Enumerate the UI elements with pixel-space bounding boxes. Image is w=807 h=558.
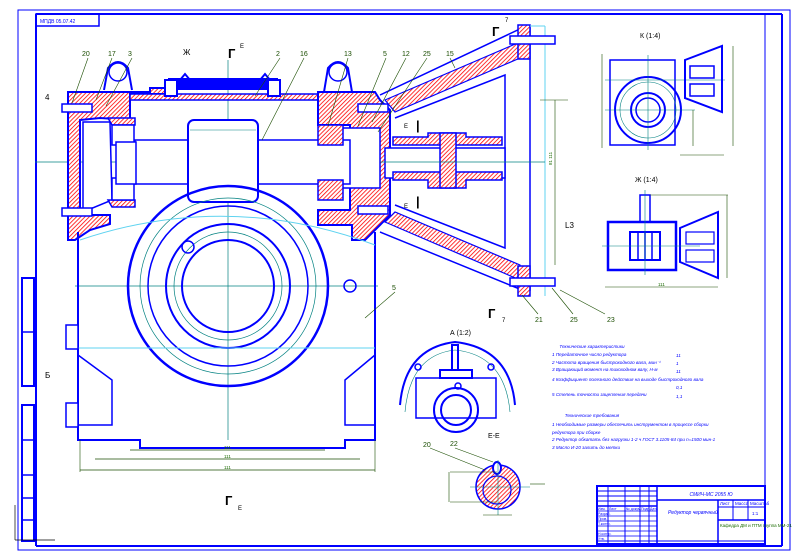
svg-text:Н.контр.: Н.контр. (598, 532, 611, 536)
svg-text:16: 16 (300, 51, 308, 58)
svg-text:1 Передаточное число редуктора: 1 Передаточное число редуктора (552, 352, 627, 357)
main-section-view (35, 60, 395, 449)
svg-text:Подп.: Подп. (641, 507, 650, 511)
svg-text:11: 11 (676, 353, 681, 358)
tech-notes: Технические требования 1 Необходимые раз… (551, 413, 716, 450)
svg-text:2 Частота вращения быстроходно: 2 Частота вращения быстроходного вала, м… (551, 360, 661, 365)
svg-text:17: 17 (108, 51, 116, 58)
svg-text:Разраб.: Разраб. (598, 512, 611, 516)
doc-stamp-box (35, 13, 100, 27)
svg-text:2: 2 (276, 51, 280, 58)
title-format: Формат А1 (738, 542, 761, 547)
svg-text:Пров.: Пров. (598, 517, 607, 521)
svg-text:25: 25 (570, 317, 578, 324)
title-mass-label: Масса (735, 501, 749, 506)
left-binding-strip (14, 277, 55, 542)
svg-text:5: 5 (383, 51, 387, 58)
tech-characteristics: Технические характеристики 1 Передаточно… (551, 344, 704, 399)
svg-text:3 Вращающий момент на тихоходн: 3 Вращающий момент на тихоходном валу, Н… (552, 366, 658, 372)
section-mark-g-top: Г (228, 46, 236, 61)
section-mark-e-bottom-bar: | (416, 194, 420, 209)
worm (187, 119, 259, 203)
svg-text:редуктора при сборке: редуктора при сборке (551, 430, 601, 435)
svg-text:3: 3 (128, 51, 132, 58)
section-mark-g-right-top: Г (492, 24, 500, 39)
svg-text:1: 1 (676, 361, 679, 366)
svg-text:81 111: 81 111 (548, 151, 553, 165)
section-mark-g-top-num: Е (240, 44, 244, 50)
svg-text:5 Степень точности зацепления: 5 Степень точности зацепления передачи (552, 392, 647, 397)
view-a (399, 340, 516, 433)
title-designation: СМИЧ-МС 2055 Ю (689, 492, 732, 498)
view-a-label: А (1:2) (450, 330, 471, 337)
section-mark-e-top: Е (404, 124, 408, 130)
svg-text:№ докум.: № докум. (626, 507, 641, 511)
wheel-outer (126, 184, 330, 388)
title-organization: Кафедра ДМ и ПТМ группа ММ-21 (720, 523, 792, 528)
section-ee-label: Е-Е (488, 433, 500, 440)
view-zh-label: Ж (1:4) (635, 177, 658, 184)
section-mark-g-bottom: Г (225, 493, 233, 508)
view-mark-zh: Ж (183, 48, 191, 57)
base-dimensions: 111 111 111 (79, 440, 376, 472)
section-mark-g-right-bottom-num: 7 (502, 318, 506, 324)
svg-text:Утв.: Утв. (598, 537, 605, 541)
svg-text:111: 111 (224, 454, 231, 459)
svg-text:Т.контр.: Т.контр. (598, 522, 611, 526)
breather-cover (168, 78, 278, 90)
view-k-label: К (1:4) (640, 33, 660, 40)
section-mark-g-bottom-num: Е (238, 506, 242, 512)
section-ee (429, 447, 545, 516)
svg-text:3 Масло И-20 залить до метки: 3 Масло И-20 залить до метки (552, 445, 620, 450)
svg-text:Лист: Лист (609, 507, 617, 511)
title-scale-label: Масштаб (750, 501, 770, 506)
svg-text:13: 13 (344, 51, 352, 58)
svg-text:1,1: 1,1 (676, 394, 683, 399)
section-mark-g-right-num: 7 (505, 18, 509, 24)
flange-assembly: 81 111 (379, 24, 568, 297)
section-mark-e-top-bar: | (416, 118, 420, 133)
view-mark-b: Б (45, 371, 50, 380)
svg-text:Технические требования: Технические требования (565, 413, 620, 418)
view-k (601, 44, 734, 156)
svg-text:20: 20 (82, 51, 90, 58)
title-name: Редуктор червячный (668, 509, 718, 516)
svg-text:111: 111 (224, 445, 231, 450)
svg-text:Технические характеристики: Технические характеристики (559, 344, 625, 349)
svg-text:15: 15 (446, 51, 454, 58)
svg-text:111: 111 (658, 282, 665, 287)
svg-text:1 Необходимые размеры обеспечи: 1 Необходимые размеры обеспечить инструм… (552, 422, 709, 427)
svg-text:11: 11 (676, 369, 681, 374)
svg-text:111: 111 (224, 465, 231, 470)
svg-text:Изм.: Изм. (598, 507, 606, 511)
svg-text:22: 22 (450, 441, 458, 448)
svg-text:Дата: Дата (650, 507, 658, 511)
svg-text:21: 21 (535, 317, 543, 324)
title-sheet-label: Лист (720, 501, 730, 506)
outer-frame (17, 9, 791, 551)
svg-text:4 Коэффициент полезного действ: 4 Коэффициент полезного действия на выхо… (552, 376, 704, 382)
svg-text:5: 5 (392, 285, 396, 292)
title-scale-value: 1:1 (752, 511, 759, 516)
svg-text:23: 23 (607, 317, 615, 324)
svg-text:12: 12 (402, 51, 410, 58)
doc-stamp: МПДВ 05.07.42 (40, 19, 76, 25)
svg-text:2 Редуктор обкатать без нагруз: 2 Редуктор обкатать без нагрузки 1-2 ч Г… (551, 437, 716, 442)
view-zh: 111 (602, 190, 728, 288)
callouts: 20 17 3 2 16 13 5 12 25 15 5 21 25 23 20… (71, 51, 615, 449)
view-mark-a: 4 (45, 93, 50, 102)
svg-text:20: 20 (423, 442, 431, 449)
dim-label-l3: L3 (565, 221, 574, 230)
section-mark-e-bottom: Е (404, 204, 408, 210)
svg-text:0,1: 0,1 (676, 385, 683, 390)
svg-text:25: 25 (423, 51, 431, 58)
title-block: СМИЧ-МС 2055 Ю Редуктор червячный Лист М… (596, 485, 792, 547)
section-mark-g-right-bottom: Г (488, 306, 496, 321)
inner-frame (35, 13, 783, 547)
title-copied: Копировал (680, 542, 703, 547)
